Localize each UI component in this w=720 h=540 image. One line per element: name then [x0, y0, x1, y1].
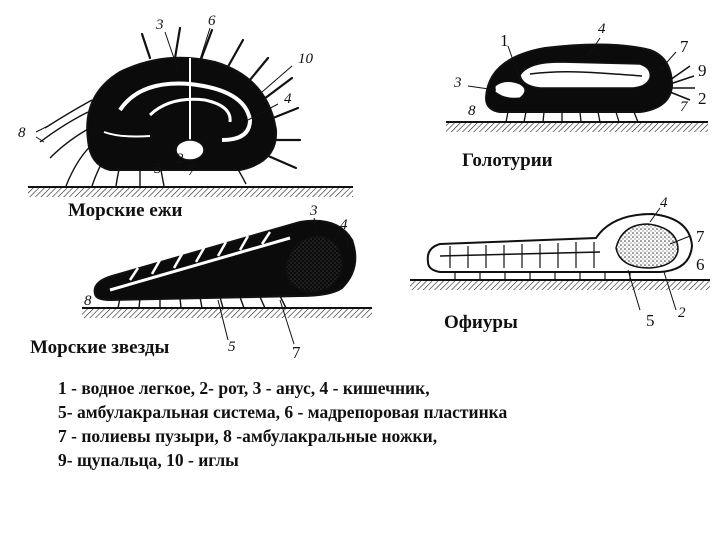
star-tube-feet [117, 295, 287, 309]
ophiuroid-ground [410, 280, 710, 290]
star-ground [82, 308, 372, 318]
urchin-number-2: 2 [176, 151, 184, 167]
holothurian-number-4: 4 [598, 21, 606, 37]
legend-line: 9- щупальца, 10 - иглы [58, 450, 239, 470]
legend-line: 7 - полиевы пузыри, 8 -амбулакральные но… [58, 426, 438, 446]
star-number-4: 4 [340, 217, 348, 233]
star-number-5: 5 [228, 339, 236, 355]
legend-line: 5- амбулакральная система, 6 - мадрепоро… [58, 402, 508, 422]
legend: 1 - водное легкое, 2- рот, 3 - анус, 4 -… [58, 376, 507, 472]
urchin-lantern [175, 139, 205, 161]
ophiuroid-number-2: 2 [678, 305, 686, 321]
star-number-8: 8 [84, 293, 92, 309]
leader-lines [35, 27, 691, 345]
urchin-number-3: 3 [156, 17, 164, 33]
holothurian-tentacles [669, 65, 695, 101]
urchin-ground [28, 187, 353, 197]
urchin-number-10: 10 [298, 51, 313, 67]
ophiuroid-tube-feet [454, 272, 631, 280]
urchin-number-6: 6 [208, 13, 216, 29]
holothurian-gut [519, 61, 652, 89]
ophiuroid-number-7: 7 [696, 227, 705, 246]
star-number-6: 6 [346, 237, 354, 253]
urchin-body [86, 56, 278, 171]
star-gonads [128, 231, 272, 281]
ophiuroid-number-6: 6 [696, 255, 705, 274]
legend-line: 1 - водное легкое, 2- рот, 3 - анус, 4 -… [58, 378, 430, 398]
holothurian-number-7b: 7 [680, 99, 688, 115]
holothurian-feet [505, 111, 639, 123]
star-pyloric-sac [285, 235, 343, 293]
star-number-3: 3 [310, 203, 318, 219]
label-sea-urchins: Морские ежи [68, 200, 183, 221]
ophiuroid-stomach [615, 223, 679, 269]
ophiuroid-segments [449, 242, 595, 268]
label-brittle-stars: Офиуры [444, 312, 518, 333]
holothurian-number-1: 1 [500, 31, 509, 50]
label-sea-cucumbers: Голотурии [462, 150, 553, 171]
star-number-7: 7 [292, 343, 301, 362]
urchin-gut [118, 81, 253, 142]
sea-star-figure [82, 219, 372, 318]
holothurian-number-9: 9 [698, 61, 707, 80]
holothurian-number-8: 8 [468, 103, 476, 119]
brittle-star-figure [410, 212, 710, 290]
sea-cucumber-figure [446, 43, 708, 132]
holothurian-number-7: 7 [680, 37, 689, 56]
urchin-number-7: 7 [188, 163, 196, 179]
sea-urchin-figure [28, 26, 353, 197]
ophiuroid-number-4: 4 [660, 195, 668, 211]
holothurian-number-2: 2 [698, 89, 707, 108]
urchin-number-8: 8 [18, 125, 26, 141]
label-sea-stars: Морские звезды [30, 337, 170, 358]
holothurian-ground [446, 122, 708, 132]
urchin-number-5: 5 [154, 161, 162, 177]
holothurian-number-3: 3 [454, 75, 462, 91]
urchin-number-4: 4 [284, 91, 292, 107]
ophiuroid-number-5: 5 [646, 311, 655, 330]
